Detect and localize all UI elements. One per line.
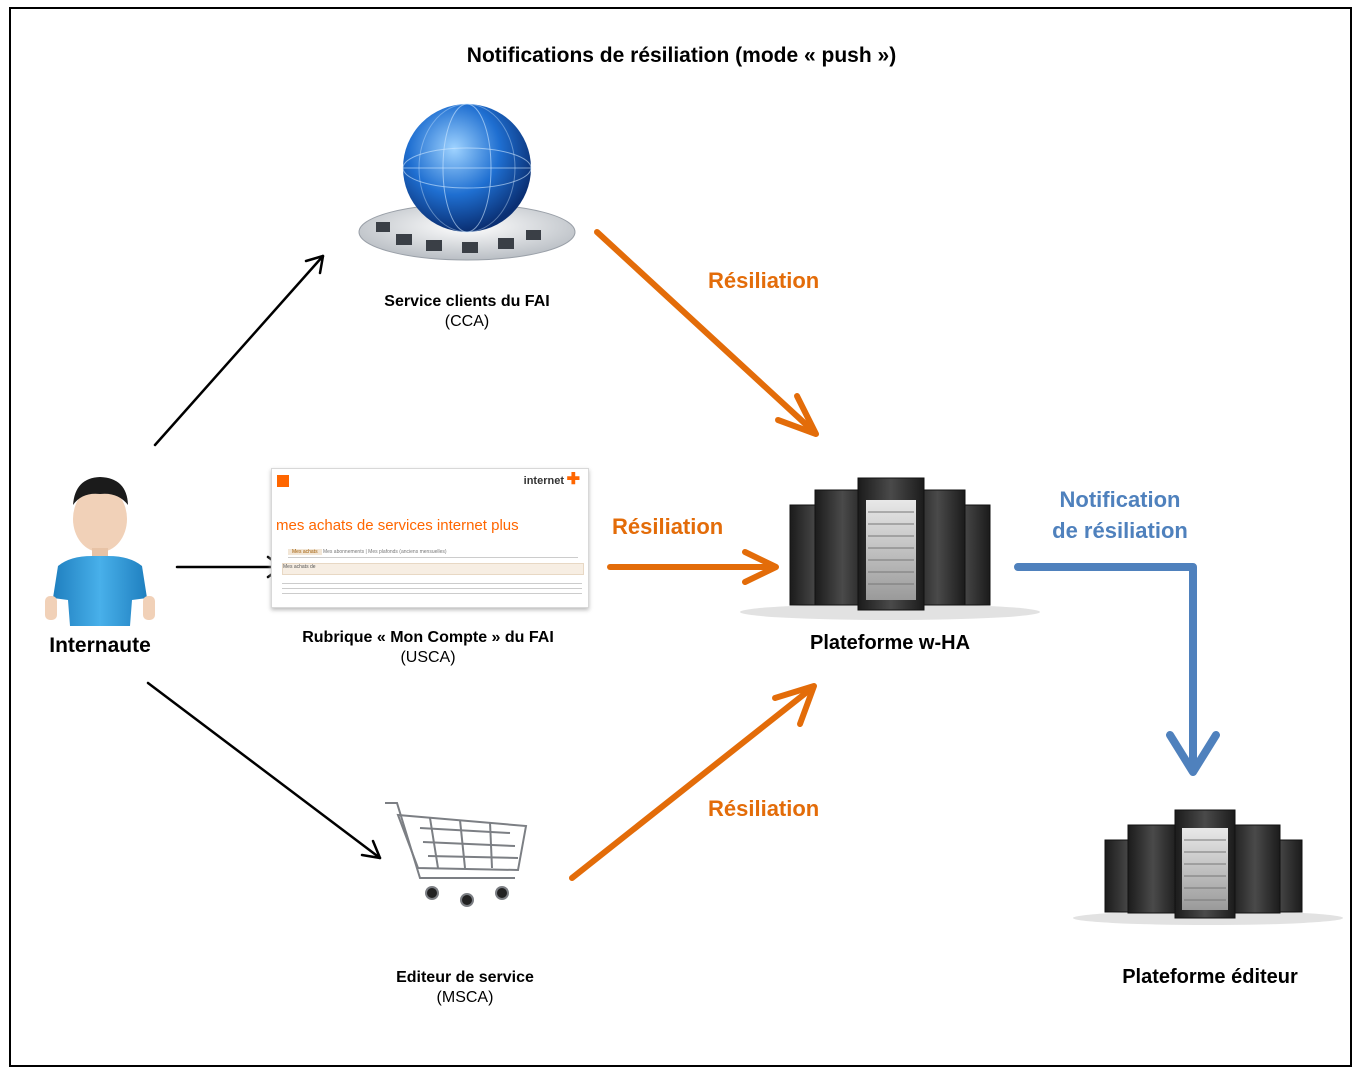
shopping-cart-icon xyxy=(385,802,528,907)
usca-filter: Mes achats de xyxy=(282,563,584,575)
internaute-label: Internaute xyxy=(49,634,151,657)
node-internaute-label: Internaute xyxy=(20,634,180,658)
arrow-internaute-to-msca xyxy=(146,681,382,860)
arrow-msca-to-wha xyxy=(569,683,817,881)
usca-label: Rubrique « Mon Compte » du FAI xyxy=(302,629,554,646)
msca-sublabel: (MSCA) xyxy=(436,989,494,1006)
arrow-wha-to-editeur xyxy=(1014,563,1220,776)
cca-label: Service clients du FAI xyxy=(384,293,550,310)
msca-label: Editeur de service xyxy=(396,969,534,986)
node-cca-label: Service clients du FAI (CCA) xyxy=(317,292,617,332)
usca-heading: mes achats de services internet plus xyxy=(276,517,519,534)
edge-label-cca-wha: Résiliation xyxy=(708,268,820,293)
server-rack-icon xyxy=(740,477,1040,620)
person-icon xyxy=(45,477,155,626)
plus-icon: ✚ xyxy=(566,471,580,488)
node-wha-label: Plateforme w-HA xyxy=(809,632,971,654)
usca-account-screenshot: internet ✚ mes achats de services intern… xyxy=(271,468,589,608)
usca-rows xyxy=(282,579,582,603)
node-msca-label: Editeur de service (MSCA) xyxy=(340,968,590,1008)
usca-row-divider xyxy=(282,593,582,594)
arrow-usca-to-wha xyxy=(607,549,779,585)
globe-network-icon xyxy=(358,103,576,261)
edge-label-wha-editeur-line2: de résiliation xyxy=(1052,518,1188,543)
usca-row-divider xyxy=(282,588,582,589)
arrow-internaute-to-cca xyxy=(153,254,325,447)
usca-row-divider xyxy=(282,583,582,584)
node-usca-label: Rubrique « Mon Compte » du FAI (USCA) xyxy=(253,628,603,668)
usca-filter-label: Mes achats de xyxy=(283,564,316,570)
operator-logo-icon xyxy=(277,475,289,487)
edge-label-wha-editeur: Notification de résiliation xyxy=(1020,484,1220,546)
cca-sublabel: (CCA) xyxy=(444,313,490,330)
diagram-title: Notifications de résiliation (mode « pus… xyxy=(466,44,897,67)
arrow-internaute-to-usca xyxy=(175,555,284,579)
node-editeur-label: Plateforme éditeur xyxy=(1122,966,1298,988)
edge-label-wha-editeur-line1: Notification xyxy=(1059,487,1181,512)
usca-brand: internet xyxy=(523,475,564,487)
usca-sublabel: (USCA) xyxy=(400,649,456,666)
server-rack-icon xyxy=(1073,809,1343,925)
usca-tabs: Mes achats Mes abonnements | Mes plafond… xyxy=(288,549,578,558)
edge-label-usca-wha: Résiliation xyxy=(612,514,724,539)
usca-tab-other: Mes abonnements | Mes plafonds (anciens … xyxy=(322,549,447,555)
arrow-cca-to-wha xyxy=(594,229,819,437)
edge-label-msca-wha: Résiliation xyxy=(708,796,820,821)
usca-tab-active: Mes achats xyxy=(288,549,322,555)
